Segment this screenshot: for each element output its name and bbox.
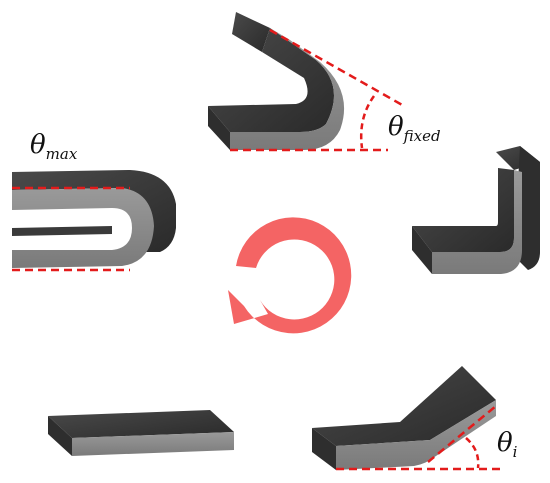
rod-bent-fixed [208, 12, 405, 152]
rod-bent-initial-top [312, 366, 496, 446]
rod-bent-max-front [12, 188, 154, 268]
angle-arc-fixed [360, 95, 376, 149]
angle-arc-i [465, 437, 480, 469]
rod-bent-90-inner-top [412, 168, 514, 252]
guide-line-arm-i [427, 405, 497, 463]
rod-bent-fixed-top [232, 12, 270, 52]
label-theta-i: θi [497, 428, 518, 462]
rod-bent-fixed-inner [208, 28, 334, 132]
rod-bent-90 [412, 146, 540, 274]
rod-bent-fixed-endcap [208, 106, 230, 150]
rod-bent-90-endcap [412, 226, 432, 274]
rod-bent-90-front [432, 170, 522, 274]
rod-flat-side [48, 416, 72, 456]
rod-bent-fixed-front [230, 28, 345, 150]
rod-flat-top [48, 410, 234, 438]
rod-bent-max [12, 170, 176, 272]
label-theta-max: θmax [30, 130, 78, 164]
rod-bent-max-top [12, 170, 176, 252]
rod-bent-max-lower-top [12, 226, 112, 236]
rod-bent-initial-side [312, 428, 336, 470]
rod-flat [48, 410, 234, 456]
cycle-arrow-icon [228, 217, 352, 334]
rod-bent-initial-front [336, 400, 496, 470]
rod-bent-initial [312, 366, 504, 471]
label-theta-fixed: θfixed [388, 112, 441, 146]
rod-flat-front [72, 432, 234, 456]
